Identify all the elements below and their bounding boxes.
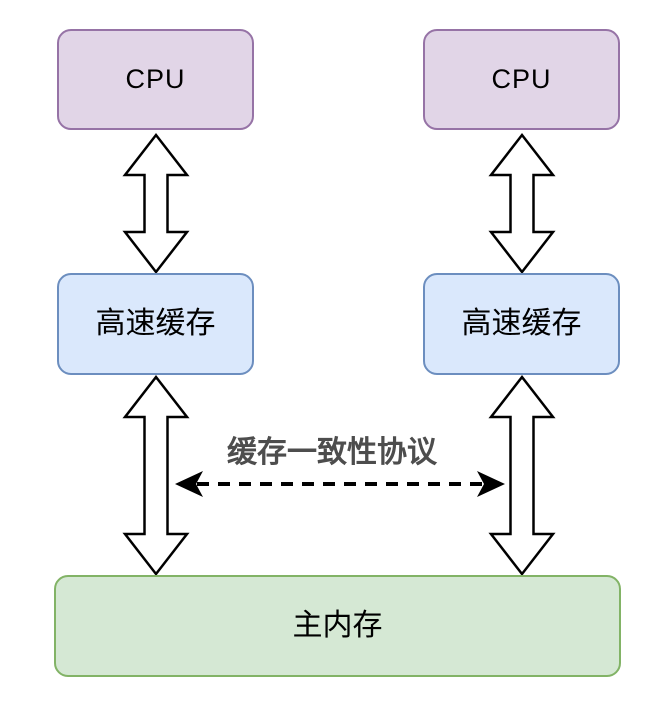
- node-cache-right: 高速缓存: [423, 273, 620, 375]
- coherence-arrowhead-left: [175, 471, 203, 497]
- coherence-protocol-label: 缓存一致性协议: [227, 436, 437, 469]
- node-cache-left-label: 高速缓存: [95, 307, 216, 340]
- node-cache-right-label: 高速缓存: [461, 307, 582, 340]
- node-cpu-right-label: CPU: [491, 64, 552, 94]
- node-main-memory: 主内存: [54, 575, 621, 677]
- double-arrow-cpu-cache-left: [122, 132, 190, 275]
- node-cpu-left: CPU: [57, 29, 254, 130]
- node-cpu-left-label: CPU: [125, 64, 186, 94]
- coherence-arrowhead-right: [477, 471, 505, 497]
- double-arrow-cpu-cache-right: [488, 132, 556, 275]
- double-arrow-cache-memory-right: [488, 374, 556, 577]
- node-main-memory-label: 主内存: [292, 609, 383, 642]
- double-arrow-cache-memory-left: [122, 374, 190, 577]
- node-cache-left: 高速缓存: [57, 273, 254, 375]
- node-cpu-right: CPU: [423, 29, 620, 130]
